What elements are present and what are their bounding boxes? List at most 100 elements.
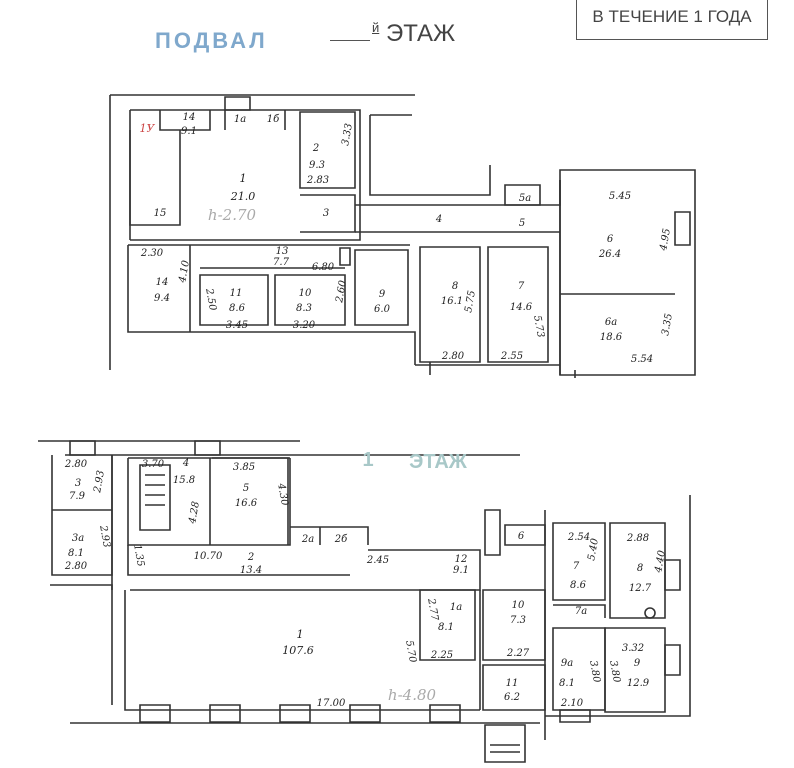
room-dimension: 2.54 [567,532,590,543]
room-area: 107.6 [282,644,314,657]
room-dimension: 5.45 [609,191,631,202]
room-dimension: 2.83 [306,175,329,186]
room-dimension: 2.10 [560,698,584,709]
room-number: 11 [506,678,519,689]
room-dimension: 10.70 [194,551,223,562]
room-dimension: 2.80 [64,561,88,572]
room-dimension: 2.50 [203,287,218,312]
room-dimension: 2.93 [97,524,112,549]
room-area: 8.6 [229,303,246,314]
room-dimension: 4.95 [658,228,673,253]
floor-word: ЭТАЖ [385,20,456,47]
room-number: 11 [230,288,243,299]
basement-stair-hatch [224,96,251,111]
first-floor-walls [38,440,691,763]
room-area: 16.1 [441,296,463,307]
room-dimension: 3.45 [226,320,248,331]
room-area: 7.9 [69,491,86,502]
room-dimension: 3.80 [607,660,622,684]
room-number: 3а [72,533,84,544]
room-dimension: 2.80 [441,351,465,362]
first-floor-labels: 1 ЭТАЖ 2.80 3 7.9 2.93 3а 8.1 2.80 2.93 … [64,449,668,709]
room-dimension: 5.73 [531,315,546,339]
fixture-icon [644,607,656,619]
validity-stamp: В ТЕЧЕНИЕ 1 ГОДА [576,0,768,40]
floor-title-blank: й ЭТАЖ [330,20,455,48]
room-dimension: 3.32 [622,643,644,654]
room-number: 13 [276,246,289,257]
room-area: 13.4 [240,565,262,576]
window [69,440,221,456]
room-number: 5а [519,193,531,204]
room-number: 2 [312,143,319,154]
room-number: 7 [573,561,580,572]
room-area: 12.9 [627,678,650,689]
room-area: 15.8 [173,475,195,486]
room-area: 8.6 [570,580,587,591]
room-area: 8.1 [559,678,575,689]
room-number: 1б [267,114,280,125]
room-area: 9.1 [181,126,197,137]
room-dimension: 4.28 [187,501,202,526]
room-dimension: 2.93 [92,470,107,495]
room-dimension: 6.80 [312,262,335,273]
window [664,559,681,676]
room-area: 9.3 [309,160,325,171]
room-number: 1 [240,172,247,185]
room-area: 6.0 [374,304,391,315]
basement-window [674,211,691,246]
room-dimension: 2.77 [425,597,440,622]
room-area: 7.7 [273,257,290,268]
room-number: 14 [183,112,196,123]
room-dimension: 17.00 [317,698,346,709]
room-dimension: 4.30 [275,482,290,507]
floor-number-blank [330,40,370,41]
room-dimension: 2.88 [626,533,649,544]
room-area: 12.7 [629,583,652,594]
room-number: 3 [75,478,81,489]
room-number: 14 [156,277,169,288]
room-dimension: 3.85 [233,462,255,473]
room-number: 8 [637,563,643,574]
ceiling-height: h-2.70 [208,206,257,224]
room-number: 12 [455,554,468,565]
room-number: 9 [379,289,386,300]
room-area: 18.6 [600,332,623,343]
room-number: 7а [575,606,587,617]
floor-word: ЭТАЖ [409,451,468,473]
room-dimension: 2.25 [430,650,453,661]
stair-mark: 1У [140,122,156,135]
room-number: 7 [518,281,525,292]
room-area: 9.4 [154,293,170,304]
room-area: 8.1 [438,622,454,633]
room-dimension: 5.75 [463,290,478,314]
room-dimension: 2.60 [334,279,349,304]
room-area: 26.4 [598,249,621,260]
room-dimension: 4.40 [653,549,668,574]
room-dimension: 3.35 [660,313,675,337]
room-dimension: 5.70 [403,640,418,664]
basement-title: ПОДВАЛ [155,28,268,53]
room-number: 2а [301,534,314,545]
room-number: 9а [561,658,573,669]
room-number: 6 [518,531,525,542]
room-dimension: 2.30 [140,248,164,259]
room-number: 8 [452,281,458,292]
room-number: 6 [607,234,614,245]
basement-labels: 1У 14 9.1 1а 1б 2 9.3 2.83 3.33 1 21.0 1… [140,112,675,365]
room-number: 1а [450,602,462,613]
basement-walls [109,94,696,378]
room-number: 2 [247,552,254,563]
room-dimension: 2.45 [366,555,389,566]
room-dimension: 3.80 [587,660,602,684]
room-number: 6а [605,317,617,328]
room-number: 2б [334,534,348,545]
room-number: 1а [234,114,246,125]
room-area: 6.2 [504,692,520,703]
stamp-text: В ТЕЧЕНИЕ 1 ГОДА [592,7,752,26]
room-dimension: 3.70 [142,459,165,470]
room-area: 21.0 [230,190,256,203]
room-number: 9 [634,658,641,669]
room-number: 10 [299,288,312,299]
